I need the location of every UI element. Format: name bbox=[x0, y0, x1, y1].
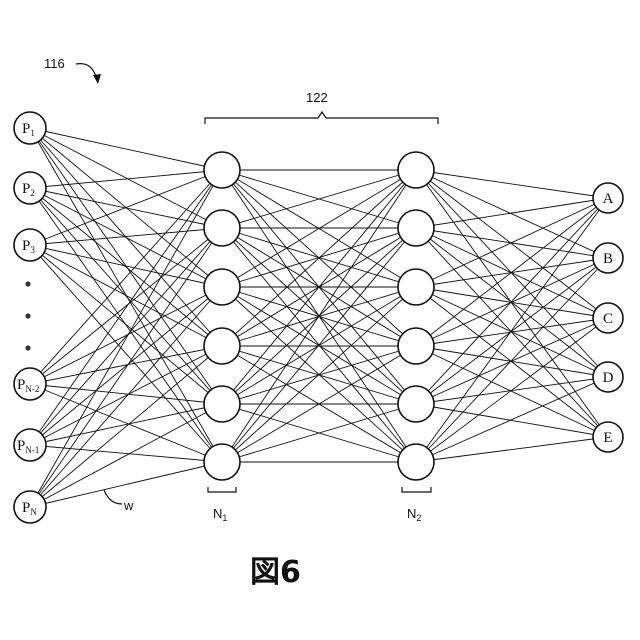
input-to-hidden1-edge bbox=[30, 188, 222, 287]
hidden-group-bracket bbox=[205, 112, 438, 124]
hidden-layer-2-node bbox=[398, 210, 434, 246]
hidden2-to-output-edge bbox=[416, 198, 608, 404]
hidden2-to-output-edge bbox=[416, 287, 608, 318]
hidden-layer-1-node bbox=[204, 152, 240, 188]
input-to-hidden1-edge bbox=[30, 404, 222, 507]
network-reference-arrow bbox=[76, 64, 97, 80]
network-reference-arrowhead bbox=[93, 74, 101, 84]
connection-lines bbox=[30, 128, 608, 507]
input-to-hidden1-edge bbox=[30, 228, 222, 507]
output-node: B bbox=[593, 243, 623, 273]
hidden-layer-2-node bbox=[398, 269, 434, 305]
hidden-layer-1-node bbox=[204, 210, 240, 246]
weight-reference-label: w bbox=[123, 498, 134, 513]
input-to-hidden1-edge bbox=[30, 287, 222, 384]
input-to-hidden1-edge bbox=[30, 404, 222, 445]
hidden2-to-output-edge bbox=[416, 170, 608, 258]
output-node-label: D bbox=[603, 370, 614, 386]
input-to-hidden1-edge bbox=[30, 128, 222, 170]
input-to-hidden1-edge bbox=[30, 346, 222, 507]
input-to-hidden1-edge bbox=[30, 228, 222, 245]
hidden2-to-output-edge bbox=[416, 170, 608, 437]
hidden-layer-2-bracket bbox=[402, 487, 431, 492]
input-to-hidden1-edge bbox=[30, 287, 222, 507]
weight-leader-line bbox=[104, 490, 122, 504]
input-node: PN-2 bbox=[14, 368, 46, 400]
hidden2-to-output-edge bbox=[416, 198, 608, 346]
hidden2-to-output-edge bbox=[416, 318, 608, 346]
hidden-layer-1-node bbox=[204, 444, 240, 480]
input-to-hidden1-edge bbox=[30, 188, 222, 228]
input-node: P2 bbox=[14, 172, 46, 204]
hidden-layer-1-label: N1 bbox=[213, 506, 227, 523]
hidden2-to-output-edge bbox=[416, 228, 608, 258]
input-node: PN bbox=[14, 491, 46, 523]
hidden-layer-2-node bbox=[398, 152, 434, 188]
hidden-layer-1-node bbox=[204, 386, 240, 422]
hidden-layer-2-node bbox=[398, 328, 434, 364]
output-node-label: C bbox=[603, 311, 613, 327]
output-node: A bbox=[593, 183, 623, 213]
output-node-label: B bbox=[603, 251, 613, 267]
input-ellipsis bbox=[25, 281, 30, 350]
output-node: E bbox=[593, 422, 623, 452]
figure-caption: 図6 bbox=[250, 555, 301, 590]
hidden-layer-2-node bbox=[398, 386, 434, 422]
hidden2-to-output-edge bbox=[416, 170, 608, 198]
input-to-hidden1-edge bbox=[30, 245, 222, 404]
input-node: PN-1 bbox=[14, 429, 46, 461]
hidden-layer-1-node bbox=[204, 328, 240, 364]
input-to-hidden1-edge bbox=[30, 384, 222, 404]
hidden2-to-output-edge bbox=[416, 287, 608, 437]
input-node: P3 bbox=[14, 229, 46, 261]
output-node-label: A bbox=[603, 191, 614, 207]
hidden-layer-1-node bbox=[204, 269, 240, 305]
input-to-hidden1-edge bbox=[30, 170, 222, 245]
output-node: C bbox=[593, 303, 623, 333]
hidden2-to-output-edge bbox=[416, 228, 608, 318]
input-to-hidden1-edge bbox=[30, 445, 222, 462]
network-reference-numeral: 116 bbox=[44, 56, 65, 71]
input-node: P1 bbox=[14, 112, 46, 144]
output-node-label: E bbox=[603, 430, 612, 446]
hidden2-to-output-edge bbox=[416, 346, 608, 377]
hidden-layer-2-node bbox=[398, 444, 434, 480]
hidden-layer-1-bracket bbox=[208, 487, 236, 492]
output-node: D bbox=[593, 362, 623, 392]
hidden2-to-output-edge bbox=[416, 198, 608, 228]
hidden-group-reference-numeral: 122 bbox=[306, 90, 328, 105]
hidden-layer-2-label: N2 bbox=[407, 506, 421, 523]
hidden2-to-output-edge bbox=[416, 198, 608, 462]
hidden2-to-output-edge bbox=[416, 170, 608, 318]
